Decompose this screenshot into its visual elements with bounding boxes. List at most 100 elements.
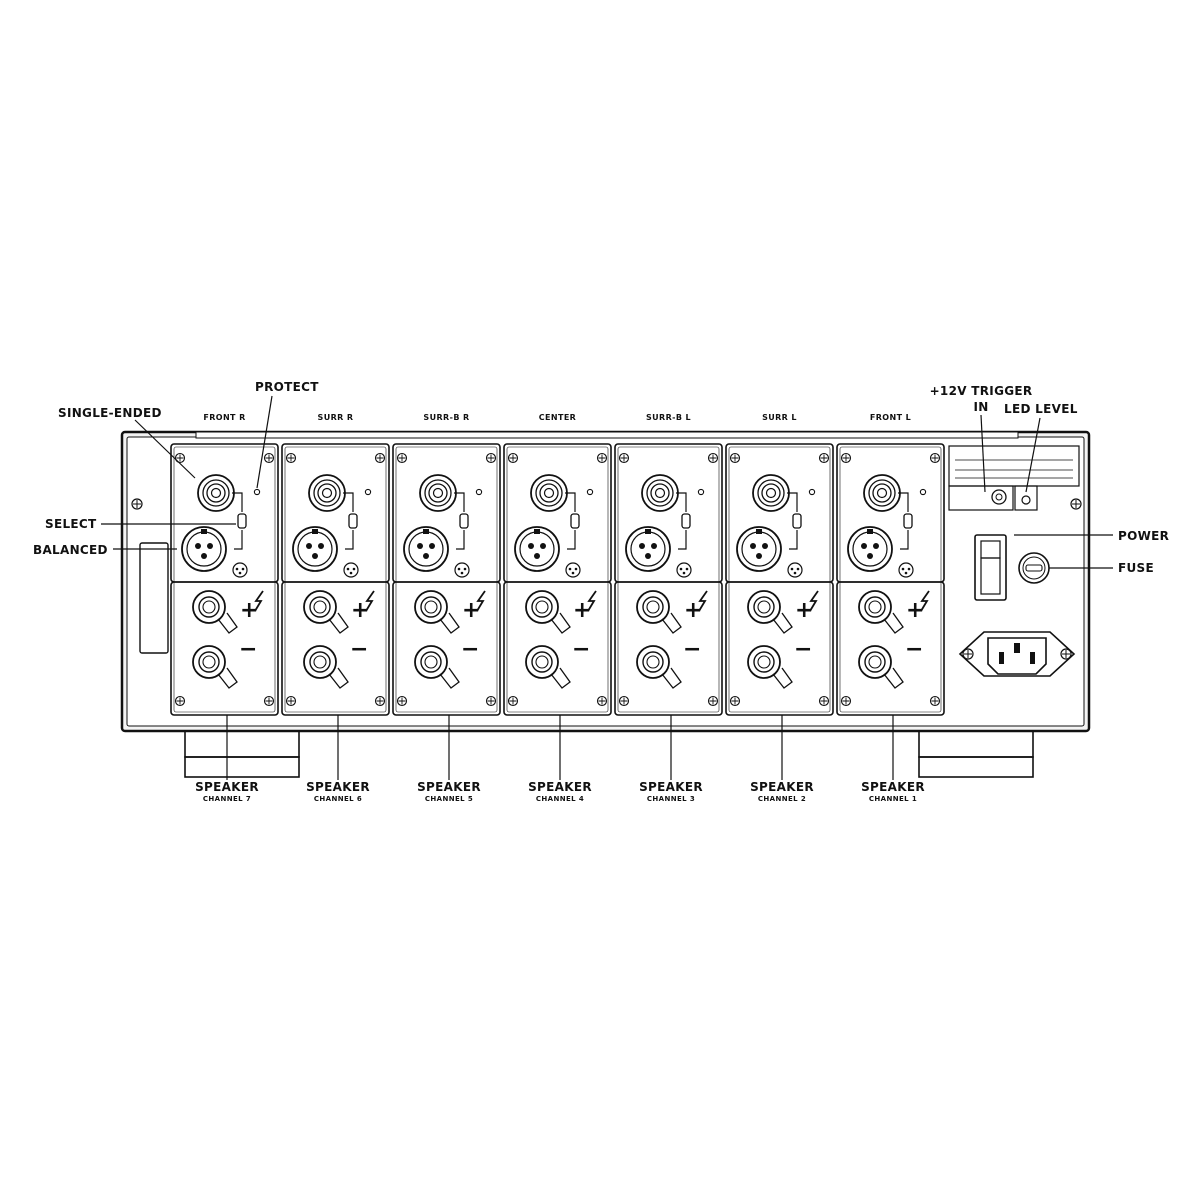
speaker-channel-label: CHANNEL 7 <box>203 795 251 803</box>
screw-icon <box>174 452 186 464</box>
led-level-switch-icon <box>1021 495 1031 505</box>
minus-symbol: − <box>461 637 479 662</box>
xlr-pinout-icon <box>898 562 914 578</box>
plus-symbol: + <box>240 598 258 623</box>
callout-fuse: FUSE <box>1118 561 1154 575</box>
screw-icon <box>285 695 297 707</box>
speaker-channel-label: CHANNEL 2 <box>758 795 806 803</box>
channel-name-label: FRONT R <box>203 413 245 422</box>
callout-select: SELECT <box>45 517 97 531</box>
rca-jack-icon <box>308 474 346 512</box>
output-panel <box>170 581 279 716</box>
protect-led-icon <box>919 488 927 496</box>
screw-icon <box>174 695 186 707</box>
minus-symbol: − <box>905 637 923 662</box>
plus-symbol: + <box>351 598 369 623</box>
screw-icon <box>131 498 143 510</box>
channel-module: +− <box>281 443 390 716</box>
iec-inlet-icon <box>958 631 1076 677</box>
screw-icon <box>929 695 941 707</box>
screw-icon <box>374 452 386 464</box>
foot-right <box>918 730 1034 778</box>
lightning-icon <box>920 590 930 612</box>
screw-icon <box>285 452 297 464</box>
protect-led-icon <box>475 488 483 496</box>
minus-symbol: − <box>350 637 368 662</box>
xlr-pinout-icon <box>232 562 248 578</box>
xlr-jack-icon <box>403 526 449 572</box>
foot-left <box>184 730 300 778</box>
speaker-channel-label: CHANNEL 5 <box>425 795 473 803</box>
binding-post-icon <box>858 645 904 689</box>
screw-icon <box>396 452 408 464</box>
lightning-icon <box>365 590 375 612</box>
xlr-jack-icon <box>847 526 893 572</box>
screw-icon <box>840 695 852 707</box>
channel-module: +− <box>392 443 501 716</box>
binding-post-icon <box>192 645 238 689</box>
screw-icon <box>507 695 519 707</box>
channel-modules: +−+−+−+−+−+−+− <box>170 443 945 716</box>
output-panel <box>392 581 501 716</box>
binding-post-icon <box>414 645 460 689</box>
binding-post-icon <box>858 590 904 634</box>
screw-icon <box>1070 498 1082 510</box>
binding-post-icon <box>525 590 571 634</box>
xlr-pinout-icon <box>454 562 470 578</box>
screw-icon <box>929 452 941 464</box>
speaker-label: SPEAKER <box>306 780 370 794</box>
xlr-pinout-icon <box>787 562 803 578</box>
minus-symbol: − <box>239 637 257 662</box>
speaker-label: SPEAKER <box>639 780 703 794</box>
channel-name-label: CENTER <box>539 413 577 422</box>
channel-name-label: FRONT L <box>870 413 911 422</box>
callout-trigger-line2: IN <box>973 400 988 414</box>
speaker-label: SPEAKER <box>417 780 481 794</box>
screw-icon <box>596 452 608 464</box>
binding-post-icon <box>747 590 793 634</box>
select-switch-icon <box>570 513 580 529</box>
minus-symbol: − <box>794 637 812 662</box>
rocker-switch-icon <box>974 534 1007 601</box>
screw-icon <box>707 452 719 464</box>
minus-symbol: − <box>683 637 701 662</box>
callout-power: POWER <box>1118 529 1169 543</box>
screw-icon <box>618 695 630 707</box>
xlr-pinout-icon <box>676 562 692 578</box>
plus-symbol: + <box>795 598 813 623</box>
screw-icon <box>618 452 630 464</box>
select-switch-icon <box>792 513 802 529</box>
xlr-jack-icon <box>181 526 227 572</box>
xlr-jack-icon <box>514 526 560 572</box>
lightning-icon <box>254 590 264 612</box>
plus-symbol: + <box>906 598 924 623</box>
callout-trigger-line1: +12V TRIGGER <box>930 384 1033 398</box>
screw-icon <box>374 695 386 707</box>
select-switch-icon <box>459 513 469 529</box>
screw-icon <box>818 452 830 464</box>
channel-module: +− <box>503 443 612 716</box>
channel-name-label: SURR R <box>318 413 354 422</box>
channel-name-label: SURR-B L <box>646 413 691 422</box>
binding-post-icon <box>525 645 571 689</box>
channel-name-label: SURR-B R <box>423 413 469 422</box>
callout-led-level: LED LEVEL <box>1004 402 1078 416</box>
speaker-channel-label: CHANNEL 6 <box>314 795 362 803</box>
output-panel <box>281 581 390 716</box>
screw-icon <box>596 695 608 707</box>
lightning-icon <box>587 590 597 612</box>
speaker-channel-label: CHANNEL 4 <box>536 795 584 803</box>
plus-symbol: + <box>462 598 480 623</box>
output-panel <box>503 581 612 716</box>
channel-module: +− <box>836 443 945 716</box>
select-switch-icon <box>348 513 358 529</box>
binding-post-icon <box>192 590 238 634</box>
screw-icon <box>485 452 497 464</box>
minus-symbol: − <box>572 637 590 662</box>
speaker-label: SPEAKER <box>750 780 814 794</box>
protect-led-icon <box>697 488 705 496</box>
output-panel <box>836 581 945 716</box>
screw-icon <box>263 452 275 464</box>
